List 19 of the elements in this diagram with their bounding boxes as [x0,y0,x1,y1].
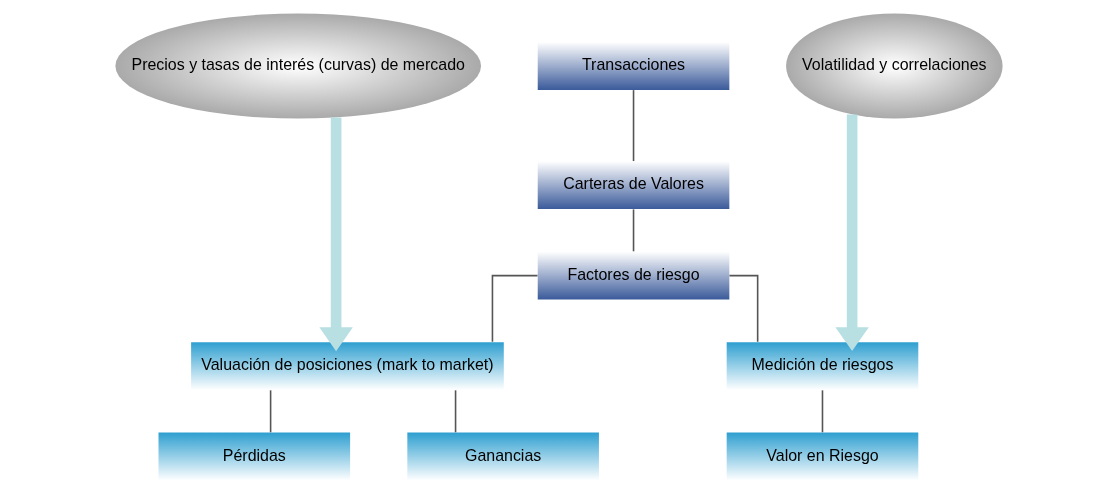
connector [632,208,634,253]
connector [728,274,758,343]
connector [821,389,823,434]
node-box: Carteras de Valores [537,161,729,210]
connector [269,389,271,434]
node-box: Transacciones [537,42,729,90]
node-ellipse: Precios y tasas de interés (curvas) de mercado [114,13,481,119]
node-ellipse: Volatilidad y correlaciones [785,13,1003,119]
node-box: Valor en Riesgo [726,432,918,481]
node-box: Ganancias [406,432,599,481]
connector [454,389,456,434]
arrow [318,117,353,352]
connector [491,274,538,343]
arrow [834,114,869,352]
node-box: Medición de riesgos [726,342,918,391]
connector [632,89,634,162]
node-box: Valuación de posiciones (mark to market) [190,342,504,391]
node-box: Pérdidas [158,432,350,481]
node-box: Factores de riesgo [537,251,729,300]
